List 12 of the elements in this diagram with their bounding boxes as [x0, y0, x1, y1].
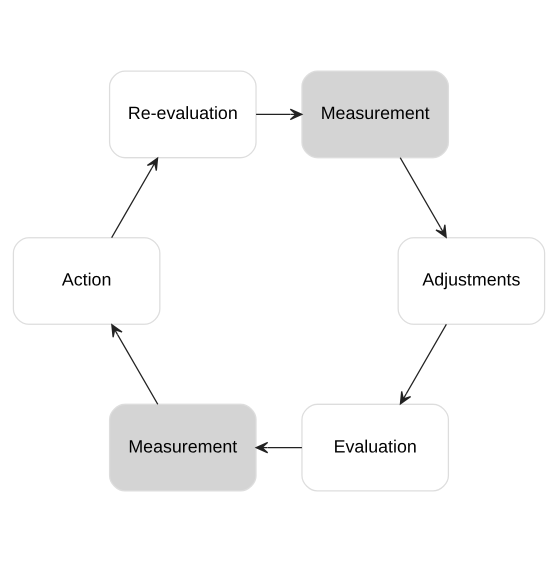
arrow — [400, 324, 447, 404]
arrow — [256, 108, 302, 120]
arrow — [111, 324, 158, 404]
node-box: Measurement — [301, 70, 450, 158]
node-box: Measurement — [108, 403, 257, 492]
arrow — [111, 156, 158, 238]
arrow — [400, 156, 447, 238]
node-box: Action — [12, 236, 160, 324]
arrow — [256, 441, 302, 453]
node-box: Evaluation — [301, 403, 450, 492]
node-box: Re-evaluation — [108, 70, 257, 158]
node-box: Adjustments — [398, 236, 546, 324]
